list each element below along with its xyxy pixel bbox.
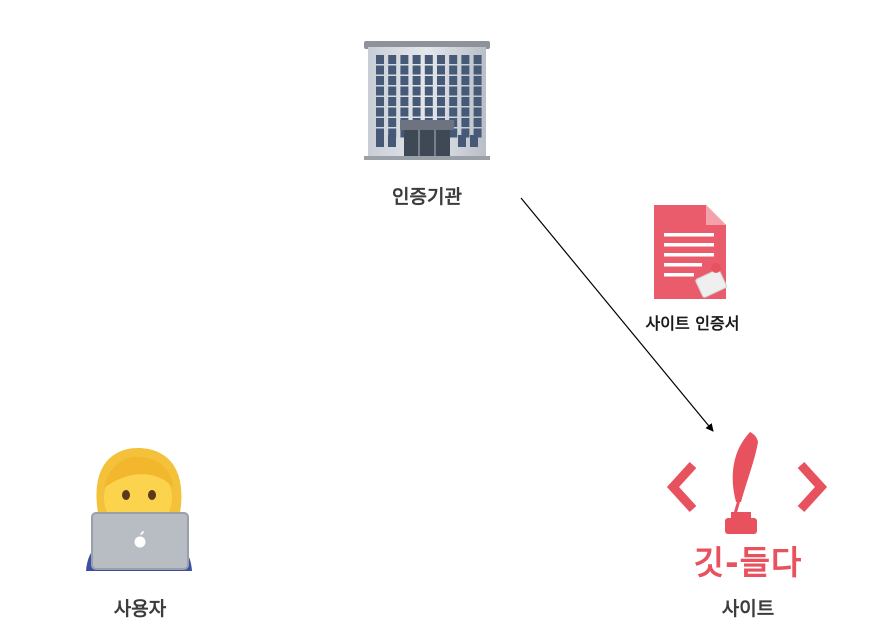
building-window — [388, 97, 397, 106]
building-window — [388, 135, 396, 147]
building-window — [400, 76, 409, 85]
building-window — [461, 86, 470, 96]
site-logo-text: 깃-들다 — [693, 543, 803, 582]
building-window — [376, 55, 384, 64]
building-window — [437, 86, 445, 96]
building-window — [449, 76, 458, 85]
document-certificate-icon — [654, 205, 727, 299]
building-window — [437, 107, 445, 117]
building-window — [473, 65, 482, 75]
building-window — [388, 86, 397, 96]
building-window — [400, 65, 409, 75]
building-window — [461, 55, 470, 64]
building-window — [376, 97, 384, 106]
building-window — [449, 55, 458, 64]
building-window — [449, 107, 458, 117]
building-window — [449, 97, 458, 106]
building-window — [412, 97, 421, 106]
building-window — [388, 76, 397, 85]
certificate-label: 사이트 인증서 — [645, 314, 740, 333]
site-label: 사이트 — [721, 598, 775, 620]
building-window — [424, 65, 433, 75]
building-window — [437, 55, 445, 64]
building-window — [458, 135, 466, 147]
building-window — [400, 86, 409, 96]
building-window — [424, 97, 433, 106]
building-window — [388, 65, 397, 75]
building-window — [461, 97, 470, 106]
building-window — [449, 128, 458, 138]
building-window — [400, 107, 409, 117]
building-window — [412, 65, 421, 75]
building-window — [376, 76, 384, 85]
building-window — [437, 65, 445, 75]
building-window — [388, 55, 397, 64]
building-window — [400, 97, 409, 106]
woman-technologist-icon — [86, 448, 192, 571]
user-node — [80, 443, 200, 573]
building-window — [461, 76, 470, 85]
building-window — [424, 76, 433, 85]
building-window — [473, 55, 482, 64]
building-window — [388, 128, 397, 138]
building-window — [424, 107, 433, 117]
building-window — [461, 128, 470, 138]
building-window — [473, 118, 482, 127]
building-window — [461, 118, 470, 127]
site-node: 깃-들다 — [663, 430, 833, 582]
building-window — [388, 107, 397, 117]
certificate-node — [650, 203, 735, 303]
office-building-icon — [364, 41, 490, 160]
authority-node — [362, 35, 492, 160]
building-window — [412, 55, 421, 64]
building-window — [412, 86, 421, 96]
building-window — [473, 76, 482, 85]
building-window — [424, 86, 433, 96]
building-window — [473, 97, 482, 106]
building-window — [461, 65, 470, 75]
building-window — [437, 76, 445, 85]
building-window — [470, 135, 478, 147]
building-window — [376, 86, 384, 96]
building-window — [376, 107, 384, 117]
building-window — [376, 118, 384, 127]
quill-code-logo — [666, 432, 828, 534]
building-window — [376, 135, 384, 147]
building-window — [473, 107, 482, 117]
building-window — [473, 128, 482, 138]
building-window — [449, 86, 458, 96]
building-window — [412, 76, 421, 85]
building-window — [376, 65, 384, 75]
building-window — [376, 128, 384, 138]
building-window — [388, 118, 397, 127]
building-window — [400, 55, 409, 64]
authority-label: 인증기관 — [392, 186, 462, 208]
building-window — [437, 97, 445, 106]
building-window — [473, 86, 482, 96]
user-label: 사용자 — [113, 598, 167, 620]
building-window — [412, 107, 421, 117]
building-window — [461, 107, 470, 117]
building-window — [424, 55, 433, 64]
building-window — [449, 65, 458, 75]
